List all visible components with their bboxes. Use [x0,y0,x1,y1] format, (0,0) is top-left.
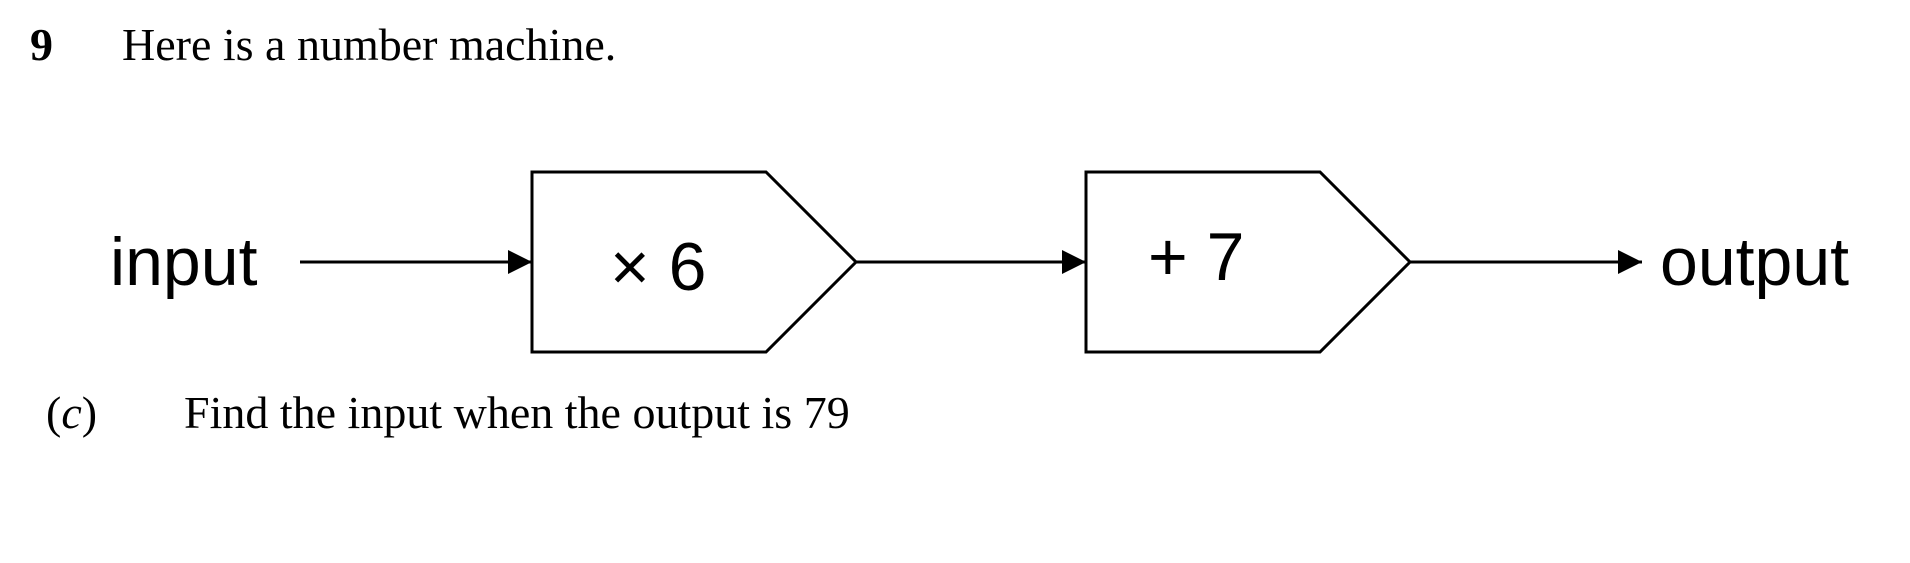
part-c-label-close: ) [81,387,98,438]
output-label: output [1660,224,1849,300]
operation-label-1: × 6 [610,229,706,305]
middle-arrowhead [1062,250,1086,274]
part-c-question-text: Find the input when the output is 79 [184,387,850,438]
output-arrowhead [1618,250,1642,274]
operation-label-2: + 7 [1148,219,1244,295]
question-stem: Here is a number machine. [122,19,617,70]
part-c-label: (c) [46,390,97,436]
part-c-label-open: ( [46,387,62,438]
question-number: 9 [30,19,53,70]
input-label: input [110,224,258,300]
operation-box-1 [530,170,859,354]
part-c-label-letter: c [61,387,82,438]
operation-box-2 [1084,170,1413,354]
input-arrowhead [508,250,532,274]
